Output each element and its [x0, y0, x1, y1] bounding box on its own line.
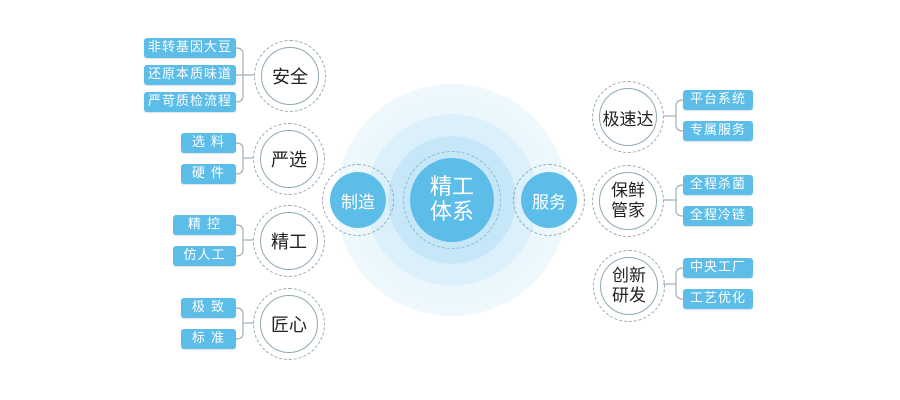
dashed-ring [322, 164, 394, 236]
node-safety: 安全 [254, 40, 326, 112]
branch-manufacturing: 制造 [322, 164, 394, 236]
tag-full-cold-chain: 全程冷链 [683, 206, 753, 226]
node-label: 安全 [272, 67, 308, 88]
dashed-ring [513, 164, 585, 236]
node-label: 匠心 [271, 315, 307, 336]
node-label: 严选 [271, 150, 307, 171]
node-label-line2: 管家 [611, 201, 645, 221]
tag-full-sterilization: 全程杀菌 [683, 175, 753, 195]
center-label-line1: 精工 [429, 175, 474, 200]
node-express-delivery: 极速达 [592, 81, 664, 153]
node-innovation-rd: 创新 研发 [593, 250, 665, 322]
branch-label: 服务 [532, 192, 566, 213]
dashed-ring [254, 40, 326, 112]
tag-hardware: 硬 件 [181, 164, 236, 184]
tag-precision-control: 精 控 [173, 215, 236, 235]
branch-label: 制造 [341, 192, 375, 213]
dashed-ring [253, 205, 325, 277]
tag-platform-system: 平台系统 [683, 90, 753, 110]
tag-dedicated-service: 专属服务 [683, 121, 753, 141]
branch-service: 服务 [513, 164, 585, 236]
node-strict-selection: 严选 [253, 123, 325, 195]
node-artisan: 匠心 [253, 288, 325, 360]
node-label: 精工 [271, 232, 307, 253]
tag-ultimate: 极 致 [181, 298, 236, 318]
tag-standard: 标 准 [181, 329, 236, 349]
tag-non-gmo-soybean: 非转基因大豆 [144, 38, 236, 58]
tag-imitate-handmade: 仿人工 [173, 246, 236, 266]
dashed-ring [592, 81, 664, 153]
node-label: 极速达 [602, 109, 654, 130]
tag-original-taste: 还原本质味道 [144, 65, 236, 85]
dashed-ring [592, 165, 664, 237]
center-node: 精工 体系 [403, 151, 501, 249]
node-freshness-keeper: 保鲜 管家 [592, 165, 664, 237]
dashed-ring [253, 123, 325, 195]
center-label-line2: 体系 [429, 200, 474, 225]
node-label-line2: 研发 [612, 286, 646, 306]
tag-strict-inspection: 严苛质检流程 [144, 92, 236, 112]
tag-process-optimization: 工艺优化 [683, 289, 753, 309]
dashed-ring [253, 288, 325, 360]
dashed-ring [593, 250, 665, 322]
tag-material-selection: 选 料 [181, 133, 236, 153]
node-craftsmanship: 精工 [253, 205, 325, 277]
node-label-line1: 保鲜 [611, 181, 645, 201]
node-label-line1: 创新 [612, 266, 646, 286]
tag-central-factory: 中央工厂 [683, 258, 753, 278]
dashed-ring [403, 151, 501, 249]
